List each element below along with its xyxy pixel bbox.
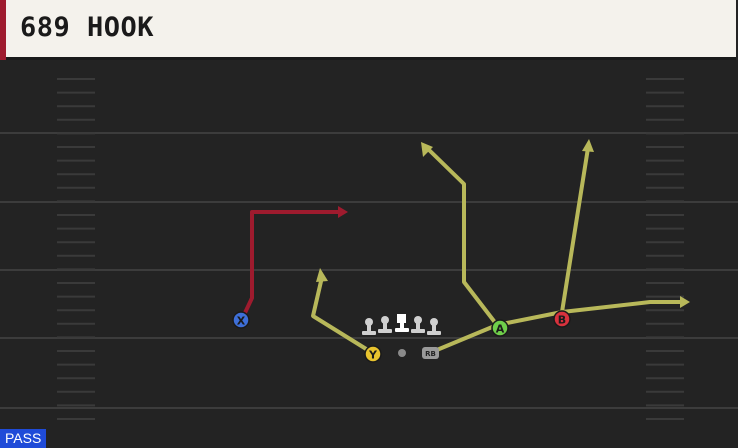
receiver-x-icon[interactable]: X — [232, 311, 250, 329]
center-icon — [395, 314, 409, 332]
receiver-a-label: A — [496, 323, 505, 336]
hash-marks — [57, 78, 684, 420]
yard-lines — [0, 132, 738, 409]
receiver-b-label: B — [558, 314, 566, 327]
offensive-lineman-icon — [378, 316, 392, 333]
running-back-icon: RB — [422, 347, 439, 359]
offensive-lineman-icon — [411, 316, 425, 333]
route-b — [560, 139, 594, 314]
receiver-y-label: Y — [368, 349, 378, 362]
route-x — [241, 206, 348, 318]
receiver-a-icon[interactable]: A — [491, 319, 509, 337]
rb-label: RB — [425, 350, 436, 358]
play-field: RB X Y A B — [0, 78, 738, 420]
route-a — [421, 142, 499, 327]
play-type-badge: PASS — [0, 429, 47, 448]
offensive-lineman-icon — [362, 318, 376, 335]
receiver-y-icon[interactable]: Y — [364, 345, 382, 363]
receiver-x-label: X — [237, 315, 246, 328]
route-y — [311, 268, 373, 354]
title-accent-strip — [0, 0, 6, 60]
offensive-line — [362, 314, 441, 335]
quarterback-dot-icon — [398, 349, 406, 357]
receiver-b-icon[interactable]: B — [553, 310, 571, 328]
offensive-lineman-icon — [427, 318, 441, 335]
play-title-bar: 689 HOOK — [0, 0, 736, 60]
play-title: 689 HOOK — [20, 12, 155, 43]
